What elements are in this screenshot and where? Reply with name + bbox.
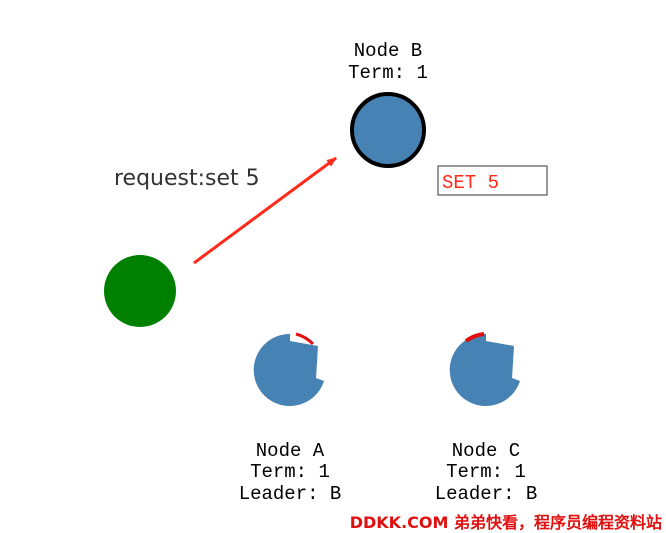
node-b-term: Term: 1 bbox=[348, 62, 428, 84]
client-circle bbox=[104, 255, 176, 327]
node-c-term: Term: 1 bbox=[446, 461, 526, 483]
node-c: Node C Term: 1 Leader: B bbox=[435, 332, 538, 505]
node-c-leader: Leader: B bbox=[435, 483, 538, 505]
node-a-leader: Leader: B bbox=[239, 483, 342, 505]
node-a-term: Term: 1 bbox=[250, 461, 330, 483]
request-label: request:set 5 bbox=[114, 166, 260, 191]
node-b-circle bbox=[350, 92, 426, 168]
client: request:set 5 bbox=[104, 156, 337, 327]
leader-log: SET 5 bbox=[437, 165, 548, 196]
node-c-circle bbox=[449, 333, 520, 406]
watermark-text: DDKK.COM 弟弟快看，程序员编程资料站 bbox=[350, 513, 662, 532]
node-c-timer-arc bbox=[464, 332, 485, 343]
node-a-name: Node A bbox=[256, 440, 325, 462]
node-a: Node A Term: 1 Leader: B bbox=[239, 332, 342, 505]
log-entry-text: SET 5 bbox=[442, 172, 499, 194]
request-arrow bbox=[193, 156, 337, 265]
node-a-circle bbox=[253, 333, 324, 406]
node-a-timer-arc bbox=[295, 332, 315, 346]
node-c-name: Node C bbox=[452, 440, 520, 462]
node-b-name: Node B bbox=[354, 40, 422, 62]
node-b: Node B Term: 1 bbox=[348, 40, 428, 168]
log-entry-box bbox=[437, 165, 548, 196]
